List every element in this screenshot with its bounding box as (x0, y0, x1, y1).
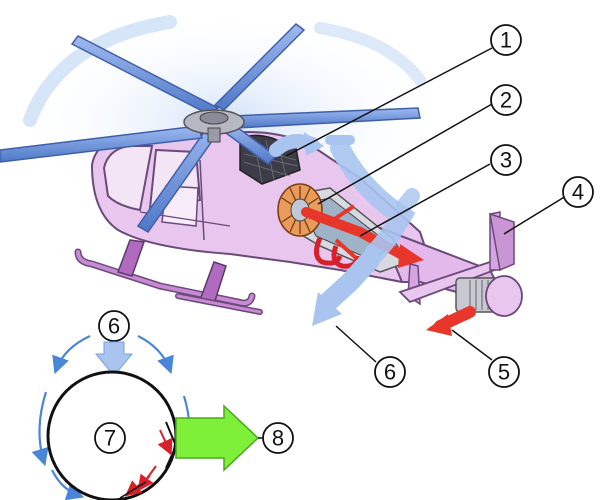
anti-torque-thrust-arrow (426, 306, 476, 336)
callout-5: 5 (488, 356, 520, 388)
tail-boom-cross-section: 6 7 (31, 310, 200, 500)
landing-skids (74, 239, 263, 315)
leader-line-6 (335, 325, 377, 363)
callout-label-6b: 6 (108, 314, 120, 339)
rotor-blade (0, 125, 204, 163)
callout-8: 8 (262, 422, 294, 454)
leader-line-5 (451, 329, 493, 361)
callout-label-4: 4 (572, 180, 584, 205)
leader-lines (285, 47, 567, 363)
callout-6b: 6 (98, 310, 130, 342)
fuselage (90, 130, 502, 302)
callout-6: 6 (374, 356, 406, 388)
downwash-arrow (94, 341, 134, 377)
callout-4: 4 (562, 176, 594, 208)
callout-label-7: 7 (104, 426, 116, 451)
main-rotor (0, 109, 278, 234)
callout-7: 7 (94, 422, 126, 454)
callout-label-8: 8 (272, 426, 284, 451)
tail-assembly (398, 211, 523, 317)
direct-jet-thruster-icon (455, 275, 523, 317)
callout-1: 1 (490, 24, 522, 56)
callout-2: 2 (490, 84, 522, 116)
leader-line-4 (503, 195, 567, 235)
callout-label-6: 6 (384, 360, 396, 385)
callout-label-1: 1 (500, 28, 512, 53)
callout-label-3: 3 (500, 148, 512, 173)
leader-line-3 (359, 163, 491, 237)
cockpit-window-front (102, 145, 154, 212)
notar-fan-icon (277, 183, 323, 237)
callout-3: 3 (490, 144, 522, 176)
leader-line-1 (285, 47, 493, 157)
leader-line-2 (317, 103, 493, 205)
rotor-blade (213, 23, 306, 111)
rotor-downwash-arrows (269, 132, 420, 326)
callout-label-2: 2 (500, 88, 512, 113)
callout-label-5: 5 (498, 360, 510, 385)
